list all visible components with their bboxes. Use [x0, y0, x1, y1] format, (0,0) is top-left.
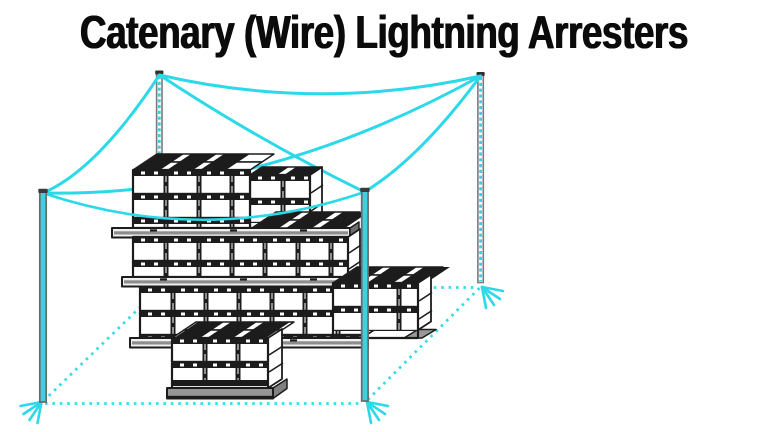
catenary-wires — [41, 73, 482, 195]
wire-diagonal-br-fl — [41, 74, 482, 195]
wire-left — [41, 73, 161, 195]
mast-back-right — [476, 72, 485, 284]
ground-arrow-front-left — [19, 400, 43, 425]
wire-back — [158, 73, 482, 96]
page-title: Catenary (Wire) Lightning Arresters — [80, 6, 688, 58]
ground-arrow-back-right — [480, 285, 505, 310]
front-stack-pallet — [166, 378, 288, 400]
title-bar: Catenary (Wire) Lightning Arresters — [0, 6, 768, 58]
wire-front — [41, 190, 366, 222]
wire-diagonal-bl-fr — [158, 73, 366, 194]
middle-stack-lids — [251, 211, 369, 229]
front-stack — [166, 321, 295, 400]
wire-right — [363, 74, 482, 194]
right-stack — [331, 266, 450, 340]
crate-pile — [111, 153, 450, 400]
separator-board-middle — [121, 276, 358, 288]
ground-arrow-front-right — [365, 400, 390, 425]
mast-front-right — [360, 187, 370, 402]
mast-front-left — [38, 188, 48, 403]
